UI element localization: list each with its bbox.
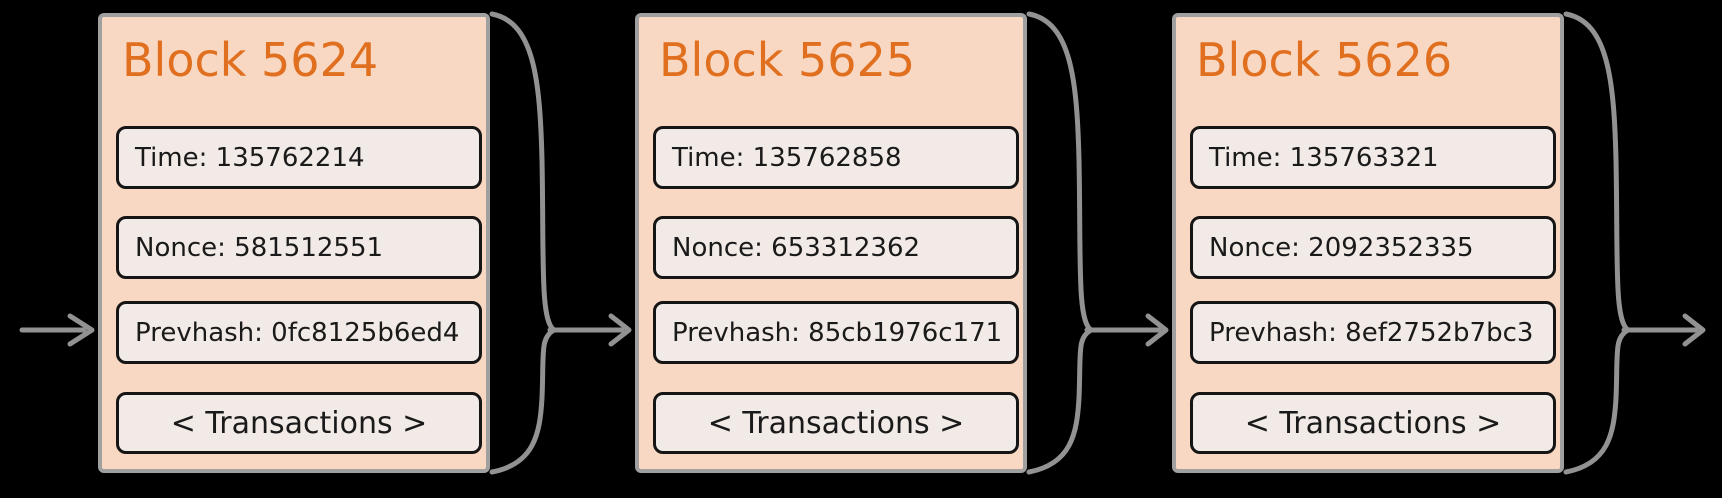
transactions-button[interactable]: < Transactions >: [116, 392, 482, 454]
nonce-field: Nonce: 581512551: [116, 216, 482, 279]
block-link-1: [489, 11, 632, 475]
block-title: Block 5625: [659, 33, 916, 87]
link-arrowhead-icon: [1145, 313, 1169, 347]
time-field: Time: 135763321: [1190, 126, 1556, 189]
nonce-field: Nonce: 653312362: [653, 216, 1019, 279]
brace-top-curve: [489, 11, 557, 333]
brace-bottom-curve: [1026, 327, 1094, 475]
time-field: Time: 135762214: [116, 126, 482, 189]
prevhash-field: Prevhash: 85cb1976c171: [653, 301, 1019, 364]
incoming-arrowhead-icon: [67, 313, 95, 347]
brace-bottom-curve: [1563, 327, 1631, 475]
block-title: Block 5624: [122, 33, 379, 87]
prevhash-field: Prevhash: 0fc8125b6ed4: [116, 301, 482, 364]
block-card: Block 5626 Time: 135763321 Nonce: 209235…: [1172, 13, 1564, 473]
transactions-button[interactable]: < Transactions >: [653, 392, 1019, 454]
brace-top-curve: [1563, 11, 1631, 333]
block-link-2: [1026, 11, 1169, 475]
block-card: Block 5624 Time: 135762214 Nonce: 581512…: [98, 13, 490, 473]
brace-bottom-curve: [489, 327, 557, 475]
incoming-arrow: [19, 313, 95, 347]
nonce-field: Nonce: 2092352335: [1190, 216, 1556, 279]
block-link-3: [1563, 11, 1706, 475]
link-arrowhead-icon: [608, 313, 632, 347]
transactions-button[interactable]: < Transactions >: [1190, 392, 1556, 454]
link-arrowhead-icon: [1682, 313, 1706, 347]
block-title: Block 5626: [1196, 33, 1453, 87]
time-field: Time: 135762858: [653, 126, 1019, 189]
block-card: Block 5625 Time: 135762858 Nonce: 653312…: [635, 13, 1027, 473]
brace-top-curve: [1026, 11, 1094, 333]
prevhash-field: Prevhash: 8ef2752b7bc3: [1190, 301, 1556, 364]
